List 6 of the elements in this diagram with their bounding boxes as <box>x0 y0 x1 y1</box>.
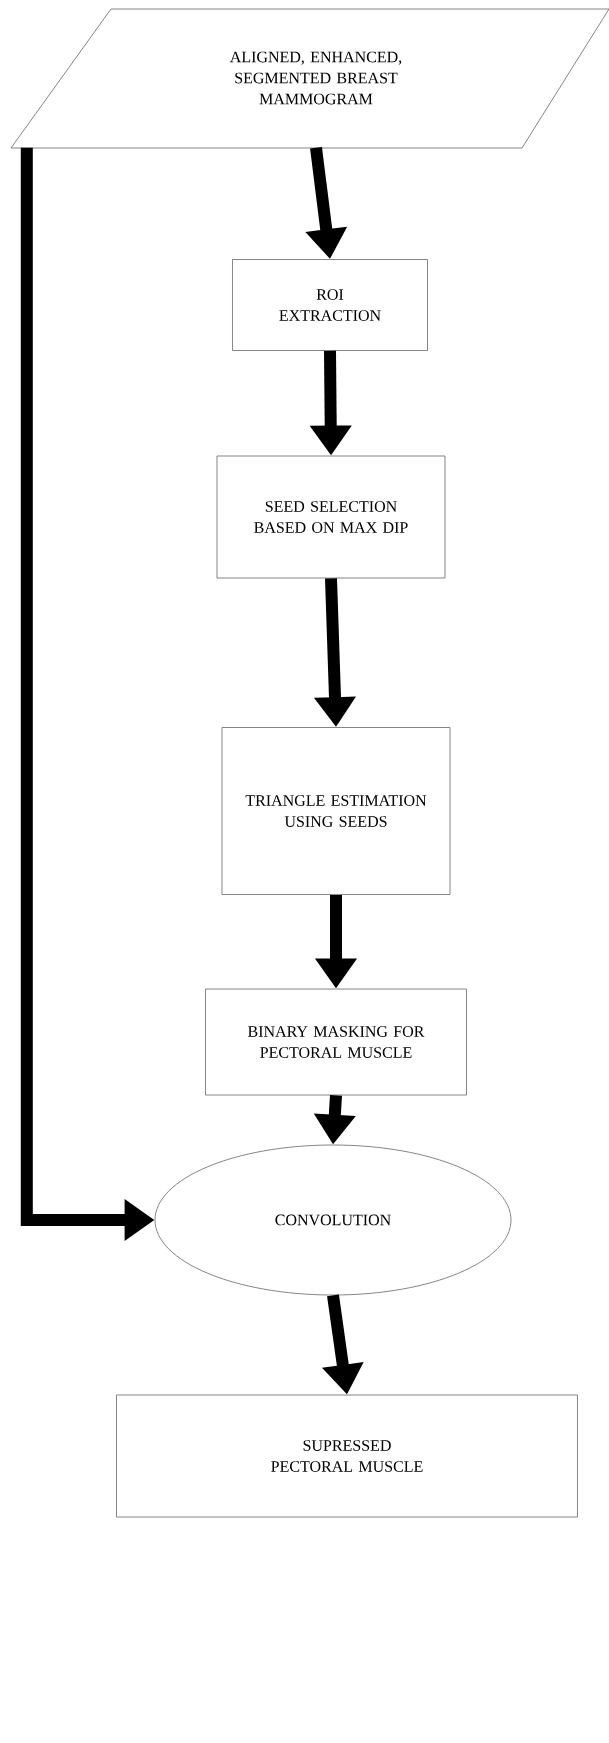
process-box: ROI EXTRACTION <box>232 259 428 351</box>
input-parallelogram: ALIGNED, ENHANCED, SEGMENTED BREAST MAMMOGRAM <box>10 8 609 149</box>
process-box: TRIANGLE ESTIMATION USING SEEDS <box>221 727 451 895</box>
process-box: SEED SELECTION BASED ON MAX DIP <box>216 455 446 579</box>
process-box: SUPRESSED PECTORAL MUSCLE <box>116 1394 578 1518</box>
process-box: BINARY MASKING FOR PECTORAL MUSCLE <box>205 988 467 1096</box>
